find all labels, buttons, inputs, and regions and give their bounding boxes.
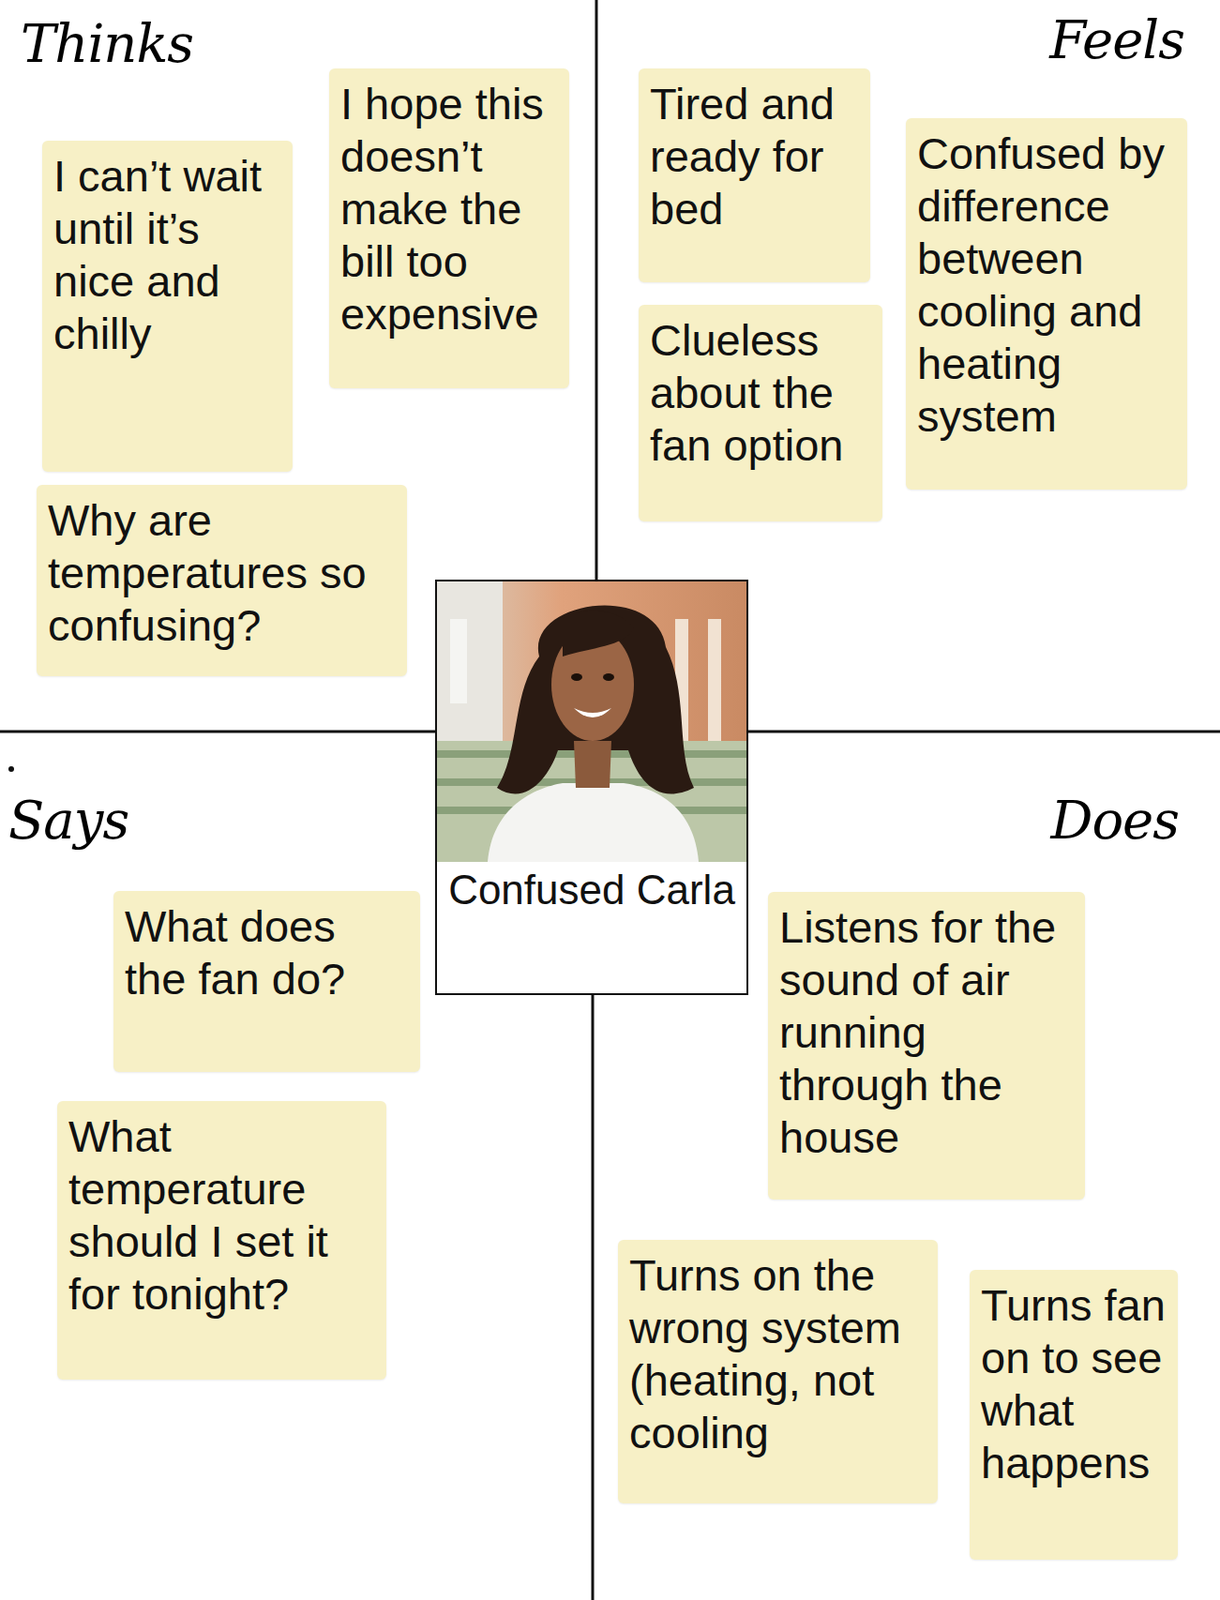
note-text: Confused by difference between cooling a… xyxy=(917,127,1176,443)
note-text: I hope this doesn’t make the bill too ex… xyxy=(340,77,558,341)
note-text: Turns on the wrong system (heating, not … xyxy=(629,1249,927,1460)
sticky-note: What does the fan do? xyxy=(113,890,421,1072)
divider-line xyxy=(595,0,599,582)
sticky-note: I hope this doesn’t make the bill too ex… xyxy=(329,68,570,389)
note-text: Tired and ready for bed xyxy=(649,77,859,236)
note-text: What temperature should I set it for ton… xyxy=(68,1110,376,1321)
note-text: Turns fan on to see what happens xyxy=(980,1279,1167,1490)
sticky-note: Turns on the wrong system (heating, not … xyxy=(617,1239,938,1504)
sticky-note: Turns fan on to see what happens xyxy=(969,1269,1178,1560)
note-text: Why are temperatures so confusing? xyxy=(47,494,396,652)
photo-content xyxy=(436,581,748,862)
note-text: Listens for the sound of air running thr… xyxy=(779,901,1074,1164)
sticky-note: Tired and ready for bed xyxy=(638,68,871,283)
persona-name: Confused Carla xyxy=(446,862,738,917)
quadrant-heading: Feels xyxy=(1049,9,1185,71)
sticky-note: Listens for the sound of air running thr… xyxy=(768,891,1085,1200)
note-text: What does the fan do? xyxy=(124,900,409,1006)
divider-line xyxy=(748,730,1220,734)
divider-line xyxy=(591,994,595,1600)
note-text: I can’t wait until it’s nice and chilly xyxy=(53,150,282,361)
quadrant-heading: Thinks xyxy=(20,13,194,75)
dot xyxy=(8,766,15,772)
quadrant-heading: Says xyxy=(8,789,129,851)
quadrant-heading: Does xyxy=(1051,789,1180,851)
sticky-note: Confused by difference between cooling a… xyxy=(905,118,1188,490)
sticky-note: I can’t wait until it’s nice and chilly xyxy=(42,140,293,472)
note-text: Clueless about the fan option xyxy=(649,314,872,472)
sticky-note: Clueless about the fan option xyxy=(638,304,883,522)
persona-box: Confused Carla xyxy=(435,579,749,995)
divider-line xyxy=(0,730,436,734)
sticky-note: Why are temperatures so confusing? xyxy=(36,484,407,677)
sticky-note: What temperature should I set it for ton… xyxy=(57,1100,387,1380)
